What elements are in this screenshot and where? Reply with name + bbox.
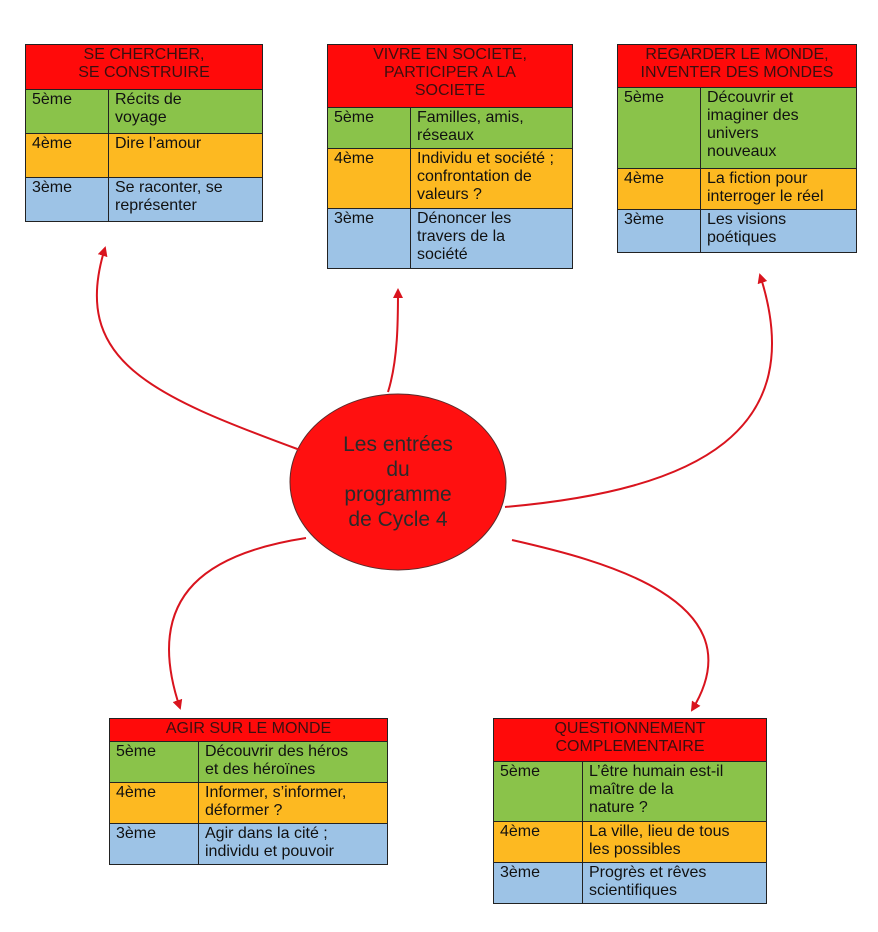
box-questionnement-complementaire: QUESTIONNEMENT COMPLEMENTAIRE 5ème L’êtr… (493, 718, 767, 904)
title-line: SOCIETE (414, 82, 486, 99)
box-title: AGIR SUR LE MONDE (109, 718, 388, 742)
text-line: Informer, s’informer, (205, 784, 347, 801)
arrow-to-societe (387, 288, 403, 393)
title-line: PARTICIPER A LA (384, 64, 516, 81)
text-line: déformer ? (205, 802, 283, 819)
text-line: Découvrir des héros (205, 743, 349, 760)
text-line: univers (707, 125, 759, 142)
level-label: 3ème (109, 823, 199, 865)
box-agir-sur-le-monde: AGIR SUR LE MONDE 5ème Découvrir des hér… (109, 718, 388, 865)
text-line: nouveaux (707, 143, 777, 160)
box-se-chercher: SE CHERCHER, SE CONSTRUIRE 5ème Récits d… (25, 44, 263, 222)
level-label: 5ème (327, 107, 411, 149)
theme-text: Découvrir des héros et des héroïnes (198, 741, 388, 783)
title-line: AGIR SUR LE MONDE (165, 720, 332, 737)
box-vivre-en-societe: VIVRE EN SOCIETE, PARTICIPER A LA SOCIET… (327, 44, 573, 269)
level-label: 4ème (109, 782, 199, 824)
theme-text: Dénoncer les travers de la société (410, 208, 573, 269)
theme-text: L’être humain est-il maître de la nature… (582, 761, 767, 822)
level-label: 3ème (493, 862, 583, 904)
level-label: 5ème (493, 761, 583, 822)
theme-text: Individu et société ; confrontation de v… (410, 148, 573, 209)
text-line: réseaux (417, 127, 474, 144)
text-line: La ville, lieu de tous (589, 823, 730, 840)
box-title: VIVRE EN SOCIETE, PARTICIPER A LA SOCIET… (327, 44, 573, 108)
theme-text: Se raconter, se représenter (108, 177, 263, 222)
text-line: maître de la (589, 781, 674, 798)
text-line: individu et pouvoir (205, 843, 334, 860)
text-line: poétiques (707, 229, 777, 246)
center-ellipse (289, 393, 507, 571)
text-line: société (417, 246, 468, 263)
text-line: Les visions (707, 211, 787, 228)
text-line: Se raconter, se (115, 179, 223, 196)
text-line: Progrès et rêves (589, 864, 707, 881)
text-line: voyage (115, 109, 167, 126)
level-label: 5ème (617, 87, 701, 169)
level-label: 4ème (327, 148, 411, 209)
title-line: REGARDER LE MONDE, (645, 46, 829, 63)
text-line: Découvrir et (707, 89, 794, 106)
text-line: nature ? (589, 799, 648, 816)
level-label: 4ème (25, 133, 109, 178)
title-line: VIVRE EN SOCIETE, (373, 46, 527, 63)
level-label: 4ème (493, 821, 583, 863)
text-line: valeurs ? (417, 186, 482, 203)
text-line: les possibles (589, 841, 681, 858)
text-line: et des héroïnes (205, 761, 316, 778)
text-line: Dénoncer les (417, 210, 512, 227)
arrow-to-agir (168, 537, 307, 710)
text-line: L’être humain est-il (589, 763, 724, 780)
level-label: 3ème (327, 208, 411, 269)
level-label: 5ème (109, 741, 199, 783)
box-title: QUESTIONNEMENT COMPLEMENTAIRE (493, 718, 767, 762)
center-title-line: du (386, 458, 410, 481)
text-line: Récits de (115, 91, 182, 108)
text-line: La fiction pour (707, 170, 808, 187)
level-label: 4ème (617, 168, 701, 210)
text-line: scientifiques (589, 882, 678, 899)
center-title-line: programme (344, 483, 452, 506)
title-line: SE CHERCHER, (83, 46, 205, 63)
center-title: Les entrées du programme de Cycle 4 (318, 432, 478, 532)
text-line: confrontation de (417, 168, 532, 185)
title-line: COMPLEMENTAIRE (555, 738, 705, 755)
theme-text: La ville, lieu de tous les possibles (582, 821, 767, 863)
arrow-to-monde (504, 273, 773, 508)
title-line: QUESTIONNEMENT (554, 720, 706, 737)
level-label: 3ème (617, 209, 701, 253)
box-title: REGARDER LE MONDE, INVENTER DES MONDES (617, 44, 857, 88)
box-regarder-le-monde: REGARDER LE MONDE, INVENTER DES MONDES 5… (617, 44, 857, 253)
text-line: Agir dans la cité ; (205, 825, 328, 842)
text-line: Dire l’amour (115, 135, 202, 152)
theme-text: Récits de voyage (108, 89, 263, 134)
theme-text: Progrès et rêves scientifiques (582, 862, 767, 904)
level-label: 5ème (25, 89, 109, 134)
text-line: interroger le réel (707, 188, 824, 205)
level-label: 3ème (25, 177, 109, 222)
theme-text: Dire l’amour (108, 133, 263, 178)
center-title-line: Les entrées (343, 433, 453, 456)
text-line: Individu et société ; (417, 150, 554, 167)
title-line: SE CONSTRUIRE (78, 64, 210, 81)
text-line: Familles, amis, (417, 109, 524, 126)
text-line: représenter (115, 197, 197, 214)
text-line: travers de la (417, 228, 506, 245)
center-title-line: de Cycle 4 (348, 508, 448, 531)
box-title: SE CHERCHER, SE CONSTRUIRE (25, 44, 263, 90)
text-line: imaginer des (707, 107, 799, 124)
theme-text: Familles, amis, réseaux (410, 107, 573, 149)
theme-text: Découvrir et imaginer des univers nouvea… (700, 87, 857, 169)
title-line: INVENTER DES MONDES (640, 64, 834, 81)
theme-text: Les visions poétiques (700, 209, 857, 253)
arrow-to-chercher (95, 246, 301, 451)
theme-text: Agir dans la cité ; individu et pouvoir (198, 823, 388, 865)
arrow-to-complementaire (511, 539, 710, 712)
theme-text: Informer, s’informer, déformer ? (198, 782, 388, 824)
theme-text: La fiction pour interroger le réel (700, 168, 857, 210)
